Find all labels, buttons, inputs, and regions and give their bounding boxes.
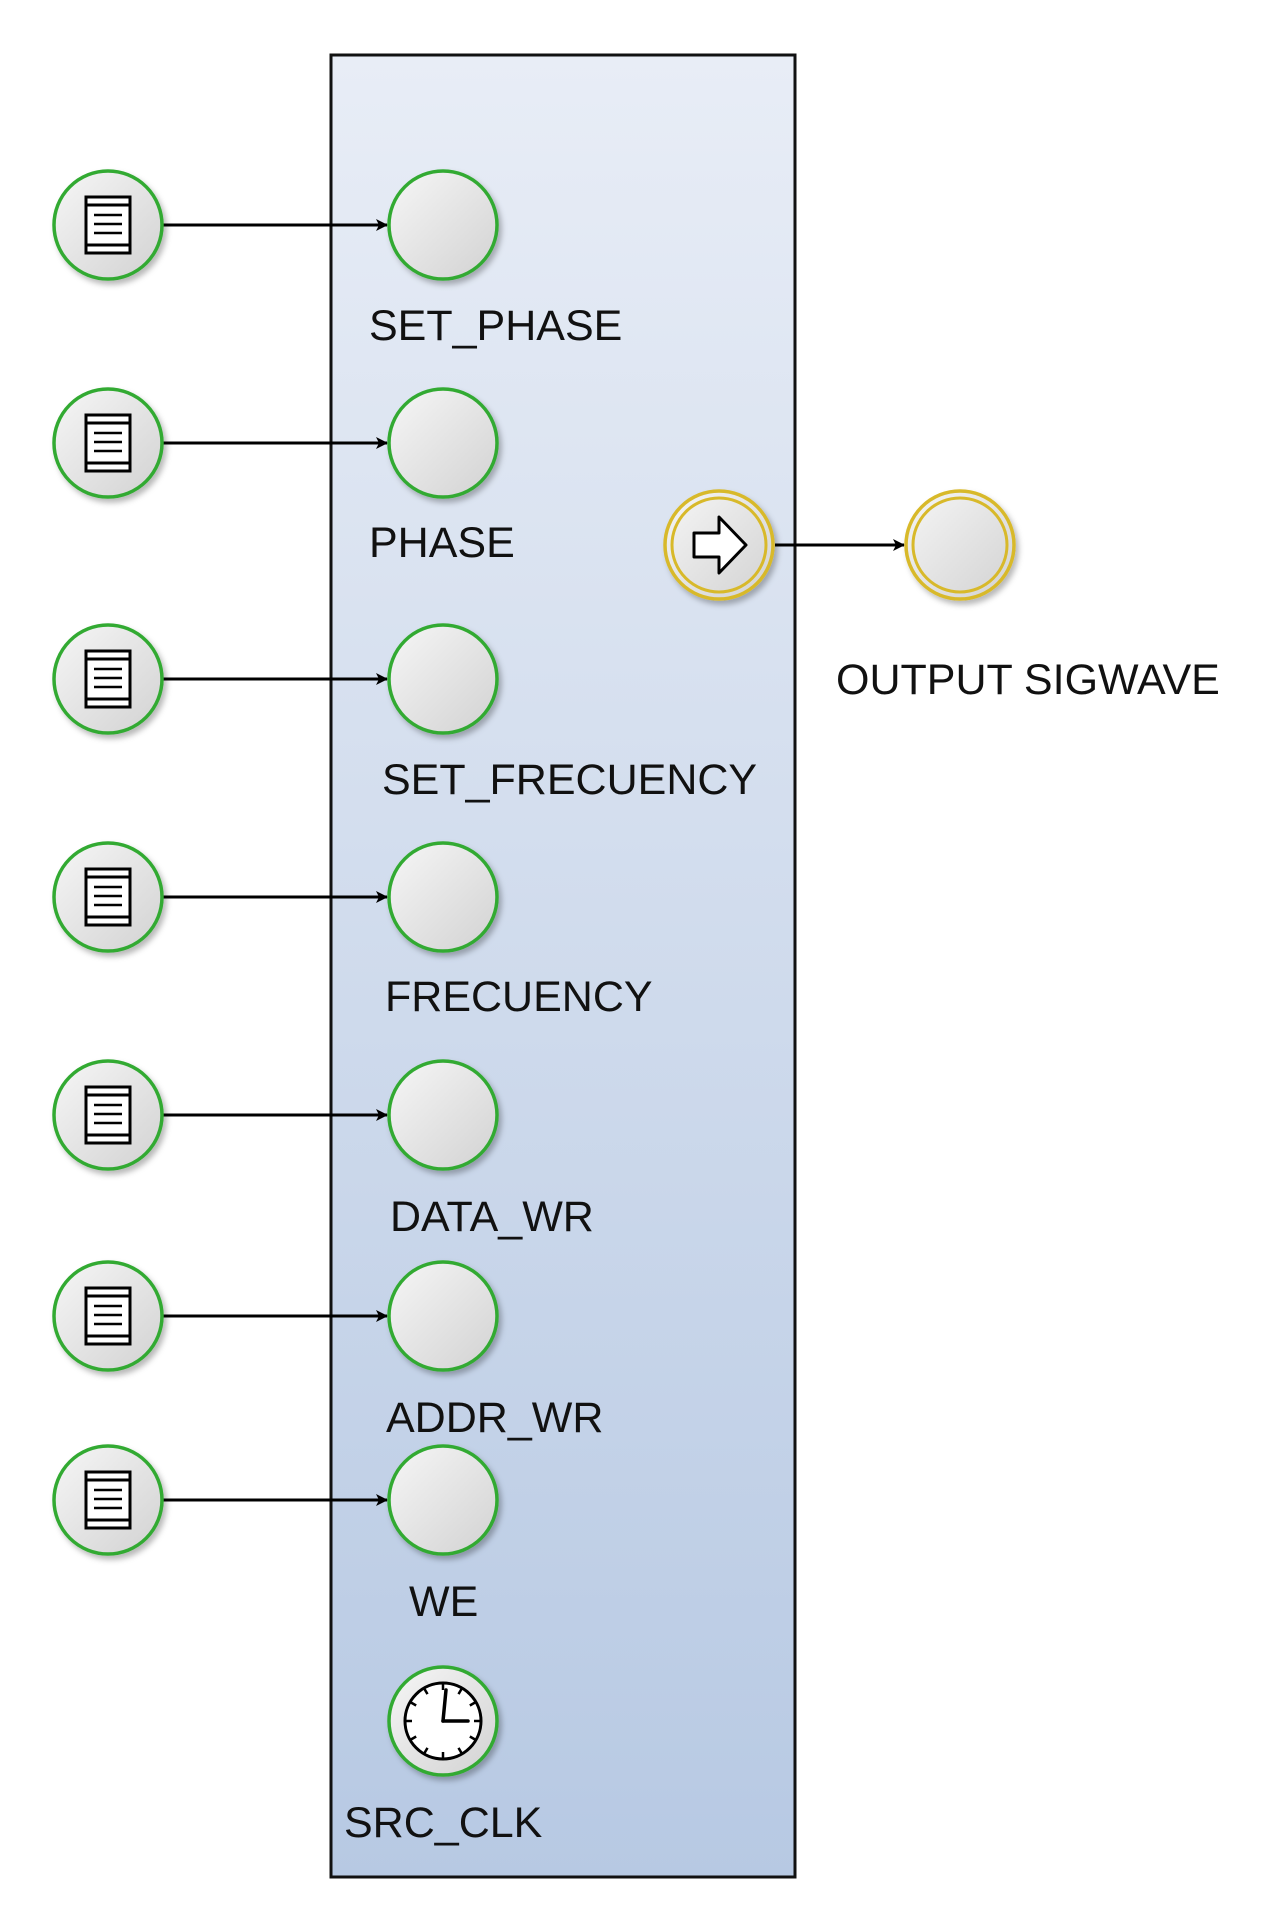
- port-node-phase[interactable]: [387, 387, 499, 499]
- source-node-we[interactable]: [52, 1444, 164, 1556]
- port-node-we[interactable]: [387, 1444, 499, 1556]
- port-node-addr-wr[interactable]: [387, 1260, 499, 1372]
- source-node-phase[interactable]: [52, 387, 164, 499]
- port-label-frecuency: FRECUENCY: [385, 973, 653, 1021]
- message-list-icon: [84, 413, 132, 473]
- message-list-icon: [84, 195, 132, 255]
- clock-icon: [403, 1681, 483, 1761]
- source-node-frecuency[interactable]: [52, 841, 164, 953]
- port-node-data-wr[interactable]: [387, 1059, 499, 1171]
- source-node-set-phase[interactable]: [52, 169, 164, 281]
- port-label-data-wr: DATA_WR: [390, 1193, 594, 1241]
- message-list-icon: [84, 1085, 132, 1145]
- src-clk-node[interactable]: [387, 1665, 499, 1777]
- input-sources: [52, 169, 164, 1556]
- port-label-set-phase: SET_PHASE: [369, 302, 622, 350]
- message-list-icon: [84, 1286, 132, 1346]
- port-node-set-frecuency[interactable]: [387, 623, 499, 735]
- port-label-phase: PHASE: [369, 519, 515, 567]
- port-label-addr-wr: ADDR_WR: [386, 1394, 603, 1442]
- source-node-addr-wr[interactable]: [52, 1260, 164, 1372]
- dds-block[interactable]: [329, 53, 797, 1879]
- port-label-we: WE: [409, 1578, 478, 1626]
- source-node-set-frecuency[interactable]: [52, 623, 164, 735]
- src-clk-label: SRC_CLK: [344, 1799, 543, 1847]
- message-list-icon: [84, 649, 132, 709]
- output-sigwave-end-node[interactable]: [904, 489, 1016, 601]
- port-node-frecuency[interactable]: [387, 841, 499, 953]
- port-labels: SET_PHASE PHASE SET_FRECUENCY FRECUENCY DATA…: [369, 302, 757, 1626]
- input-ports: [387, 169, 499, 1556]
- output-sigwave-label: OUTPUT SIGWAVE: [836, 656, 1220, 704]
- arrow-right-icon: [692, 515, 748, 575]
- message-list-icon: [84, 867, 132, 927]
- output-throw-node[interactable]: [663, 489, 775, 601]
- port-node-set-phase[interactable]: [387, 169, 499, 281]
- source-node-data-wr[interactable]: [52, 1059, 164, 1171]
- flows: [162, 219, 388, 1506]
- message-list-icon: [84, 1470, 132, 1530]
- port-label-set-frecuency: SET_FRECUENCY: [382, 756, 757, 804]
